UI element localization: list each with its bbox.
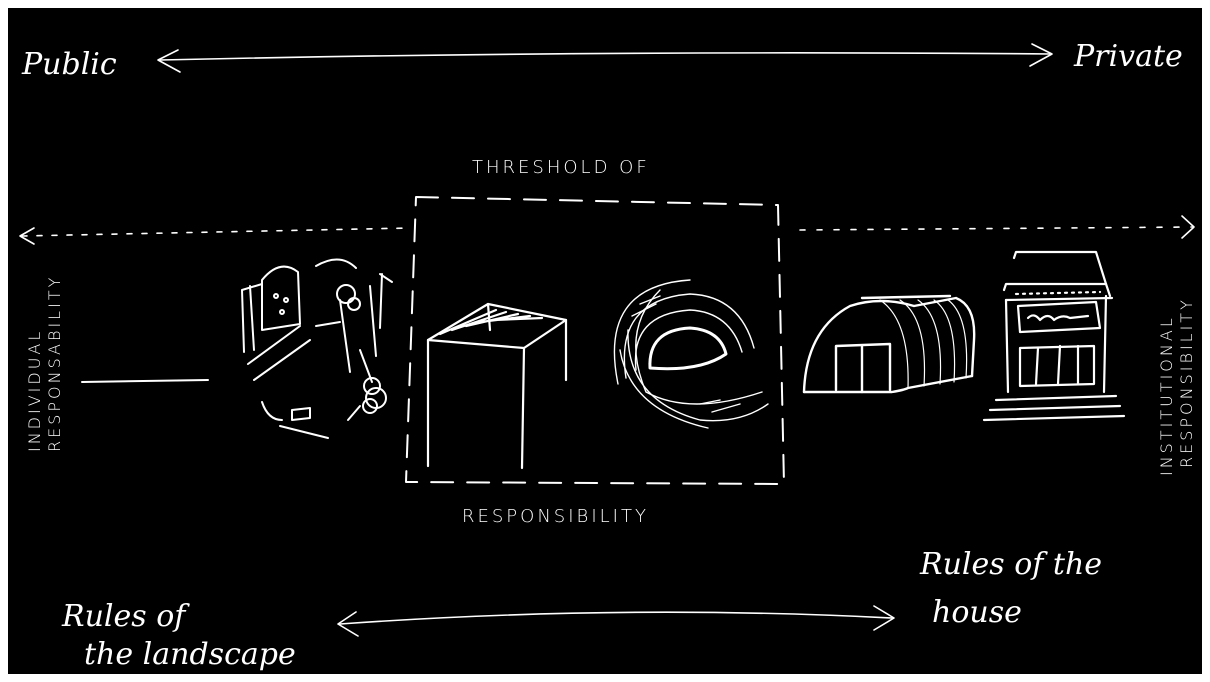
- landscape-label-line1: Rules of: [61, 599, 190, 634]
- individual-label-line2: RESPONSABILITY: [45, 275, 64, 452]
- individual-connector-line: [81, 379, 209, 383]
- individual-label-line1: INDIVIDUAL: [25, 329, 44, 452]
- park-sketch-icon: [241, 258, 393, 439]
- individual-label-group: INDIVIDUAL RESPONSABILITY: [25, 275, 64, 452]
- threshold-top-label: THRESHOLD OF: [472, 157, 650, 178]
- storefront-sketch-icon: [982, 250, 1126, 422]
- tent-sketch-icon: [426, 302, 568, 470]
- house-label-line1: Rules of the: [919, 547, 1102, 582]
- quonset-hut-sketch-icon: [802, 294, 976, 394]
- public-private-arrow: [157, 43, 1053, 73]
- arena-sketch-icon: [613, 279, 769, 429]
- institutional-label-line2: RESPONSIBILITY: [1177, 297, 1196, 468]
- private-label: Private: [1073, 39, 1183, 74]
- institutional-label-line1: INSTITUTIONAL: [1157, 315, 1176, 476]
- landscape-house-arrow: [337, 605, 895, 637]
- right-dotted-arrow: [799, 215, 1195, 239]
- house-label-line2: house: [932, 595, 1022, 630]
- threshold-frame: [405, 196, 785, 485]
- public-label: Public: [21, 47, 117, 82]
- landscape-label-line2: the landscape: [84, 637, 296, 672]
- left-dotted-arrow: [19, 227, 411, 245]
- institutional-label-group: INSTITUTIONAL RESPONSIBILITY: [1157, 297, 1196, 476]
- chalkboard: [8, 8, 1202, 674]
- threshold-bottom-label: RESPONSIBILITY: [462, 506, 649, 527]
